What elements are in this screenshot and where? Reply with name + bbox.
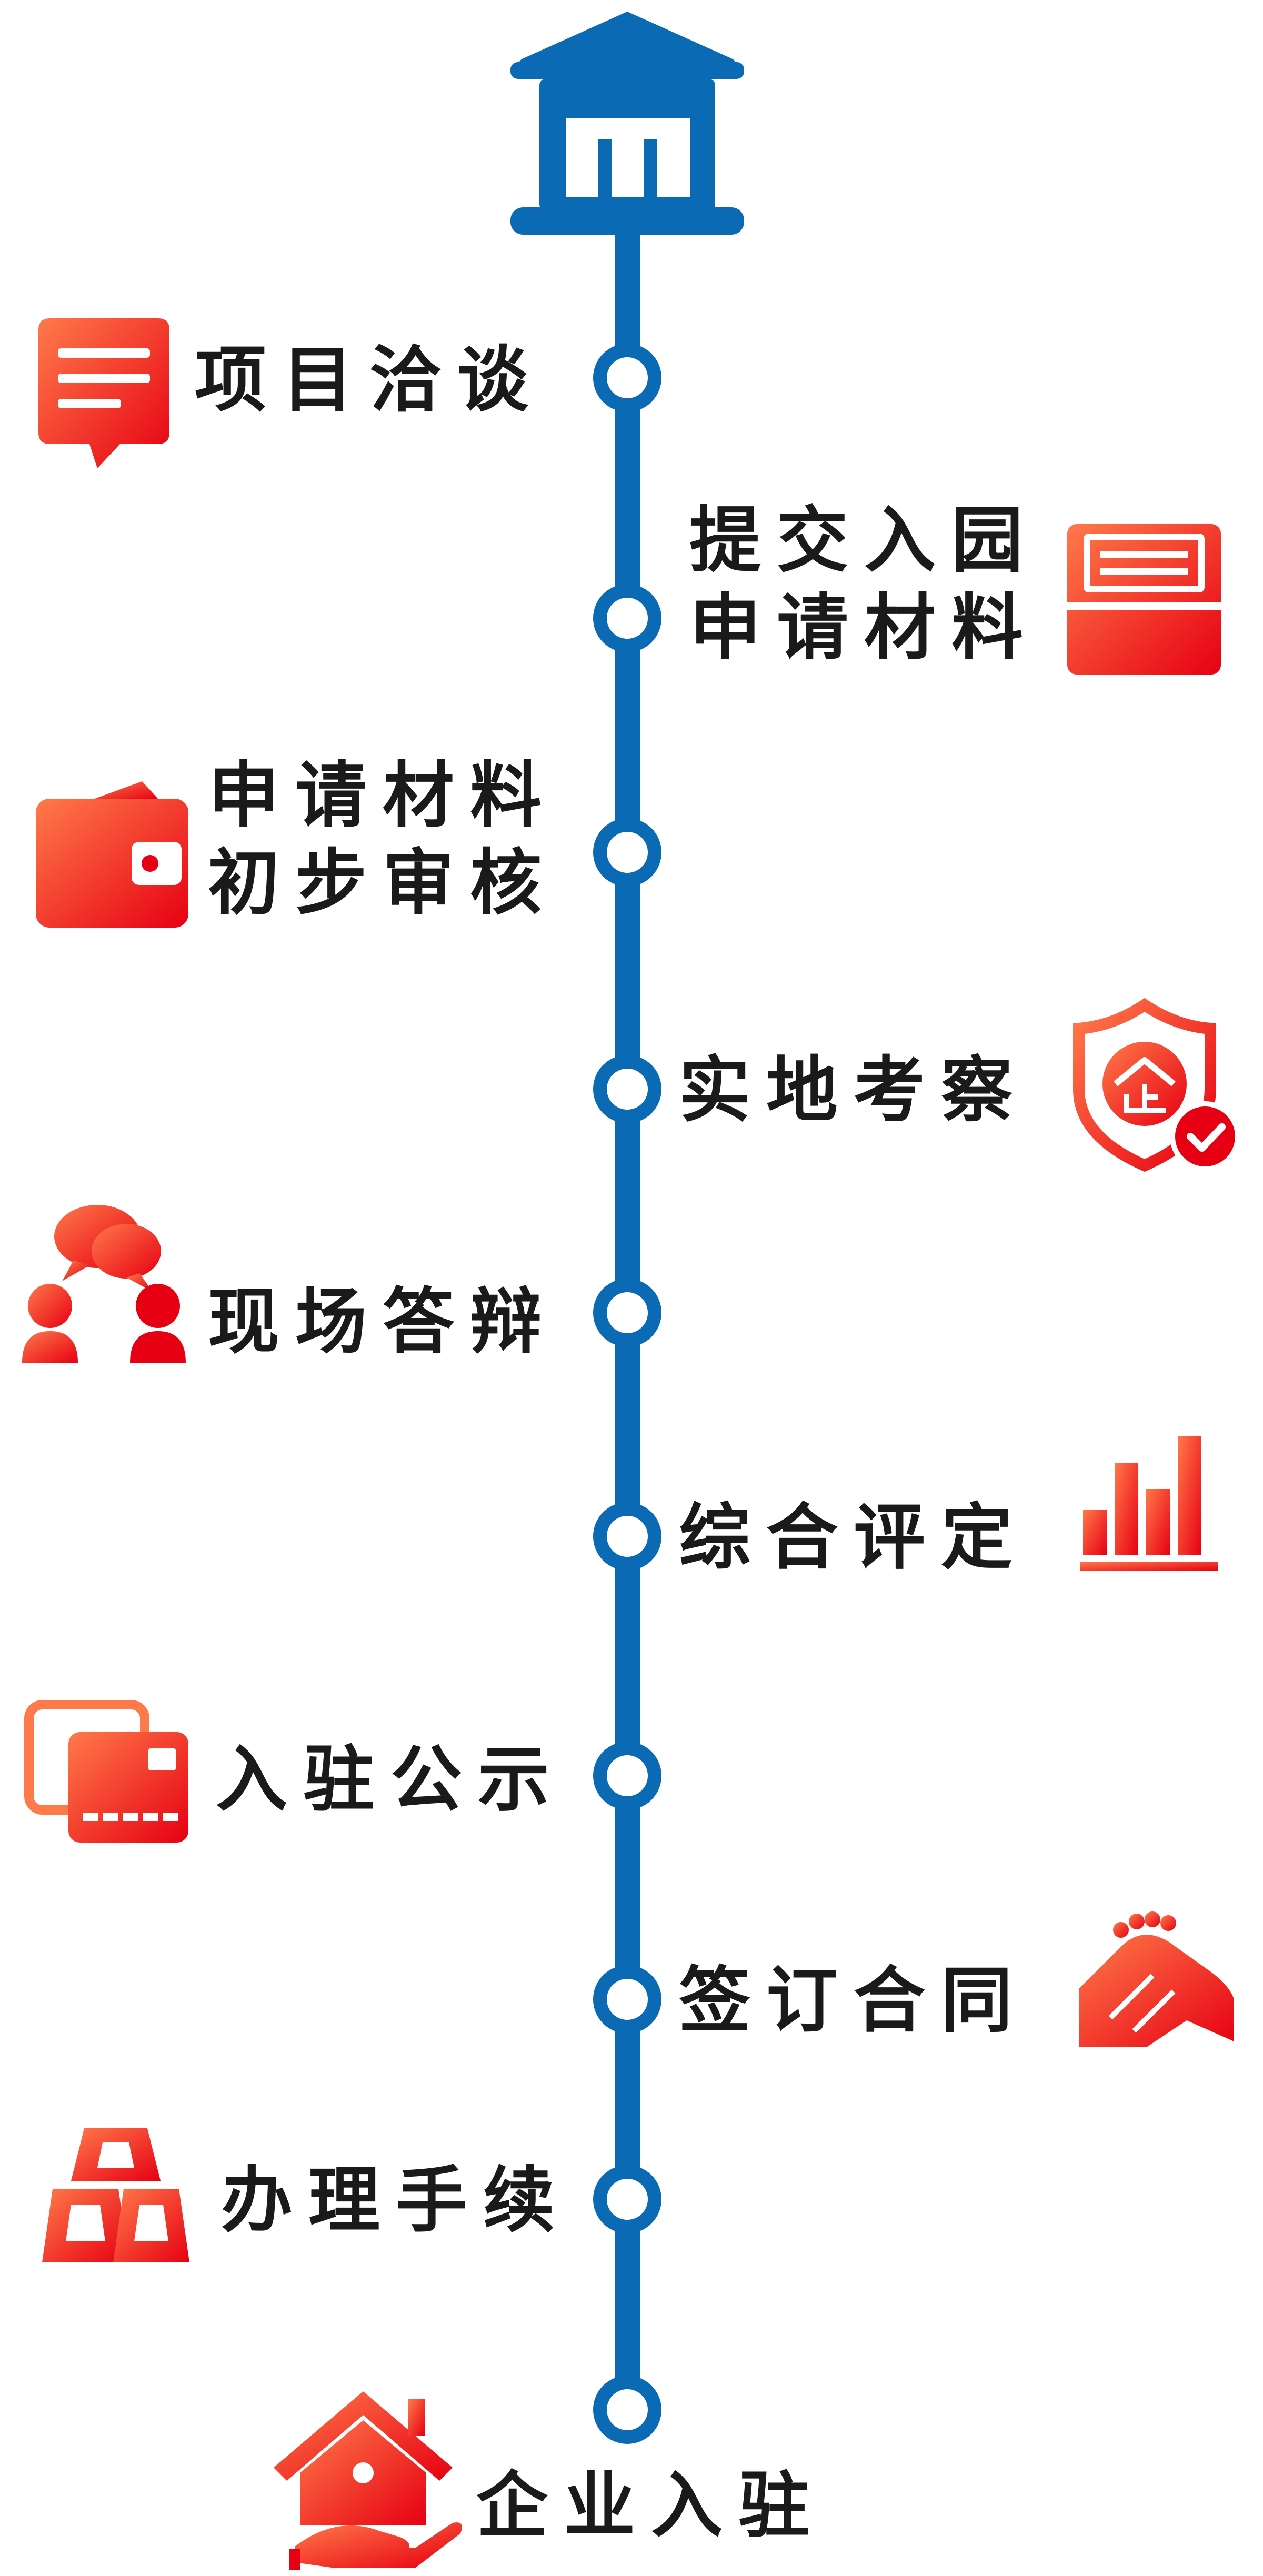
step-label-4: 实地考察 [679, 1049, 1028, 1132]
document-tray-icon [1067, 524, 1221, 675]
step-label-5: 现场答辩 [208, 1281, 557, 1364]
step-label-9: 办理手续 [221, 2159, 570, 2242]
timeline-node-4 [593, 1055, 661, 1123]
timeline-node-2 [593, 584, 661, 652]
bar-chart-icon [1080, 1436, 1218, 1571]
cards-icon [24, 1700, 188, 1843]
handshake-icon [1079, 1911, 1234, 2047]
step-label-6: 综合评定 [679, 1496, 1028, 1579]
timeline-node-10 [593, 2376, 661, 2444]
timeline-node-5 [593, 1279, 661, 1347]
step-label-7: 入驻公示 [216, 1738, 565, 1822]
timeline-node-1 [593, 344, 661, 412]
timeline-node-8 [593, 1965, 661, 2034]
timeline-node-9 [593, 2165, 661, 2233]
discussion-people-icon [22, 1205, 186, 1363]
timeline-node-7 [593, 1742, 661, 1810]
step-label-1: 项目洽谈 [195, 339, 544, 422]
enterprise-shield-check-icon [1073, 998, 1240, 1172]
stacked-blocks-icon [42, 2128, 189, 2262]
step-label-10: 企业入驻 [476, 2464, 826, 2548]
timeline-node-3 [593, 818, 661, 887]
institution-icon [510, 12, 744, 235]
step-label-3: 申请材料初步审核 [208, 754, 557, 925]
step-label-2: 提交入园申请材料 [689, 499, 1039, 670]
chat-bubble-icon [38, 318, 169, 468]
step-label-8: 签订合同 [679, 1959, 1028, 2042]
house-hand-icon [274, 2391, 462, 2570]
timeline-node-6 [593, 1502, 661, 1571]
wallet-icon [36, 781, 188, 928]
